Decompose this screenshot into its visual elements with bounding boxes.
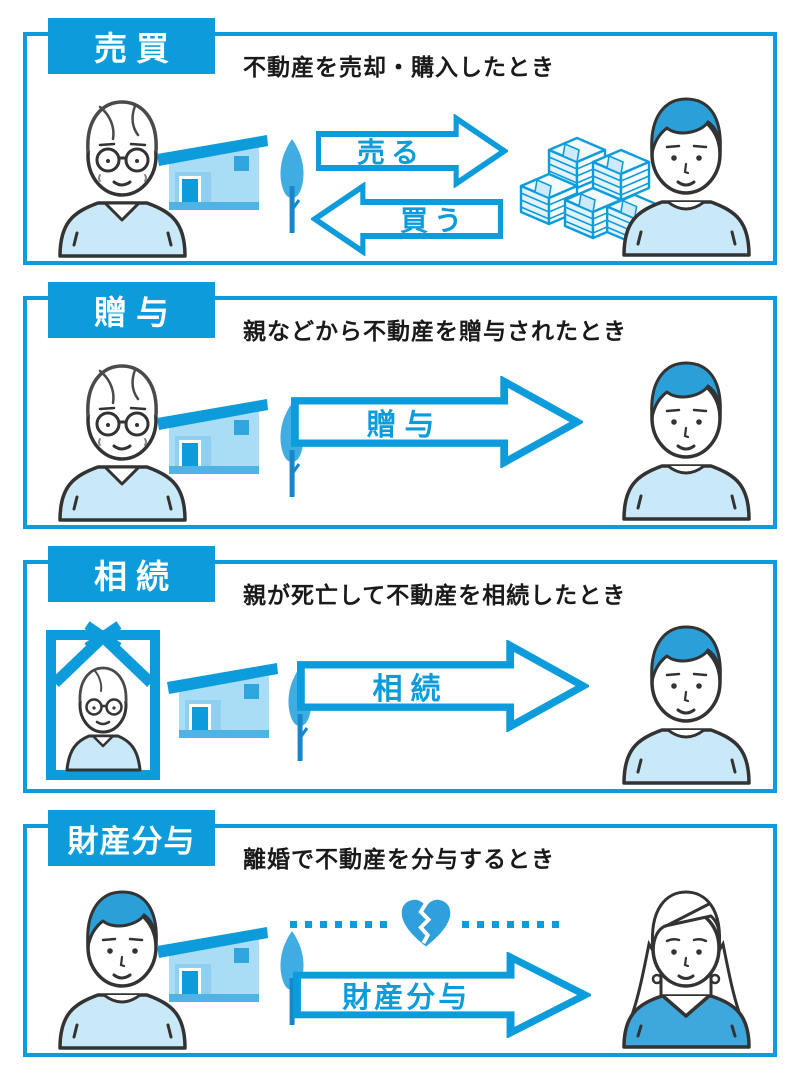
buy-arrow-label: 買う [399,205,468,236]
panel-property-division-description: 離婚で不動産を分与するとき [243,846,555,872]
dotted-line [462,920,562,928]
panel-property-division: 財産分与 離婚で不動産を分与するとき 財産分与 [23,810,777,1057]
panel-sale: 売買 不動産を売却・購入したとき 売る 買う [23,18,777,265]
young-man-icon [622,97,751,257]
panel-sale-title: 売買 [48,18,215,74]
broken-relationship-divider [290,898,562,950]
property-division-arrow-label: 財産分与 [342,982,471,1014]
panel-inheritance: 相続 親が死亡して不動産を相続したとき 相続 [23,546,777,793]
panel-gift-description: 親などから不動産を贈与されたとき [243,318,627,344]
inheritance-arrow: 相続 [297,640,589,732]
house-icon [157,927,268,1002]
panel-inheritance-title: 相続 [48,546,215,602]
gift-arrow: 贈与 [291,376,583,468]
house-icon [157,399,268,474]
panel-sale-description: 不動産を売却・購入したとき [243,54,555,80]
house-icon [167,663,278,738]
inheritance-arrow-label: 相続 [372,673,449,706]
panel-property-division-title: 財産分与 [48,810,215,866]
buy-arrow: 買う [311,182,503,256]
panel-gift: 贈与 親などから不動産を贈与されたとき 贈与 [23,282,777,529]
panel-gift-title: 贈与 [48,282,215,338]
tree-icon [278,138,306,234]
memorial-photo-icon [45,621,161,781]
woman-icon [622,890,751,1049]
broken-heart-icon [400,898,452,949]
house-icon [157,135,268,210]
property-division-arrow: 財産分与 [293,952,591,1038]
young-man-icon [622,361,751,521]
gift-arrow-label: 贈与 [366,409,443,442]
dotted-line [290,920,390,928]
young-man-icon [622,625,751,785]
sell-arrow: 売る [316,114,508,188]
panel-inheritance-description: 親が死亡して不動産を相続したとき [243,582,627,608]
sell-arrow-label: 売る [356,137,425,168]
